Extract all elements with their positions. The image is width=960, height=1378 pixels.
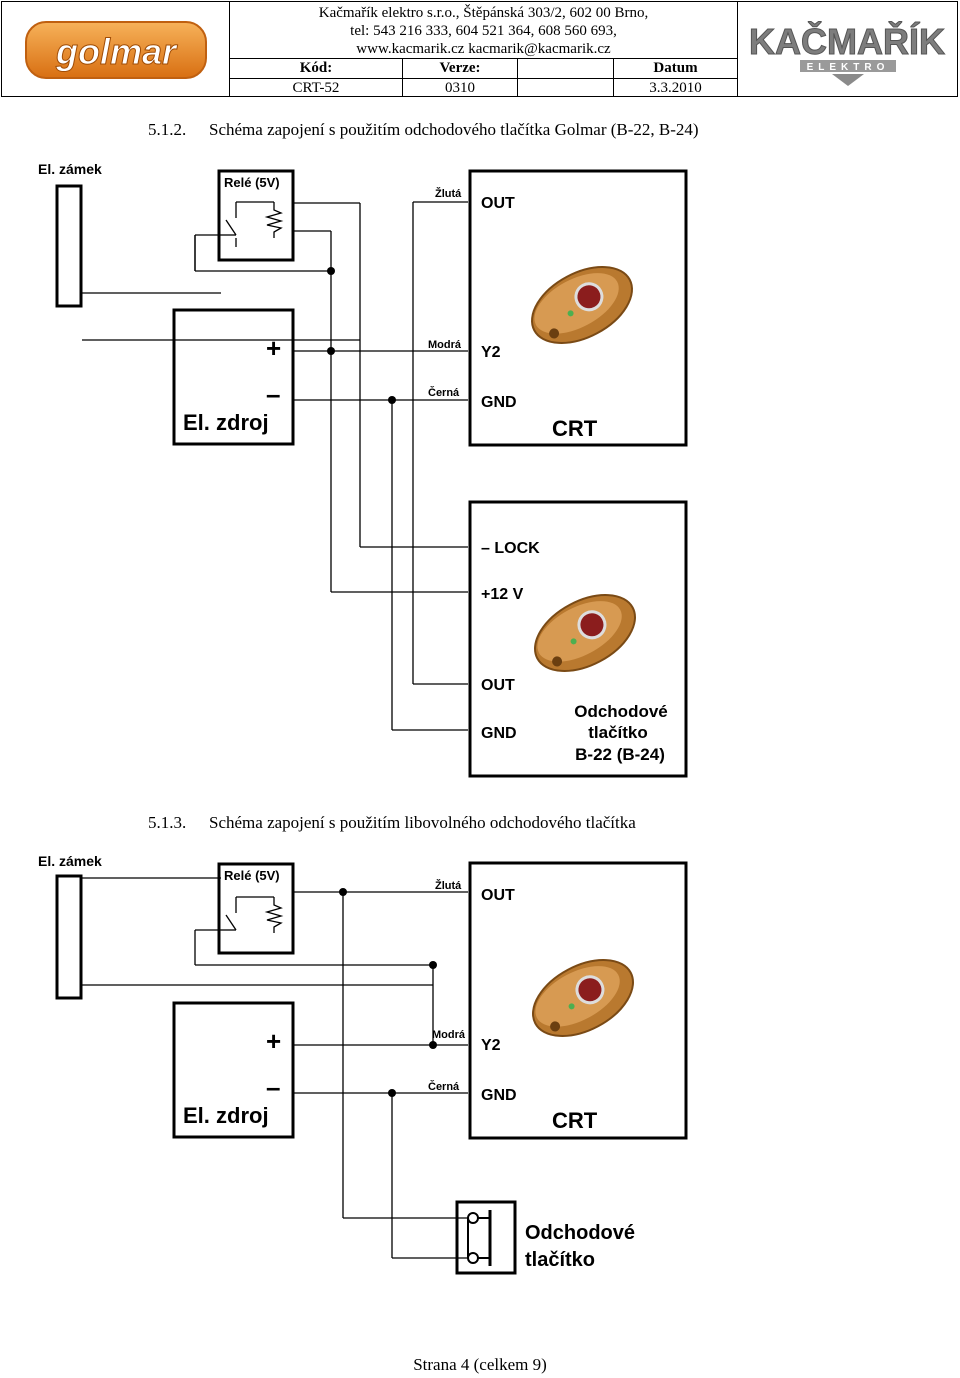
exit-button-box: [468, 500, 688, 778]
psu-name: El. zdroj: [183, 410, 269, 435]
company-info: Kačmařík elektro s.r.o., Štěpánská 303/2…: [230, 2, 737, 58]
section1-number: 5.1.2.: [148, 120, 187, 139]
power-supply-box: [172, 308, 295, 446]
crt-out-2: OUT: [481, 887, 515, 904]
golmar-logo-icon: golmar: [25, 21, 207, 79]
psu-minus: –: [266, 379, 280, 409]
svg-text:ELEKTRO: ELEKTRO: [807, 62, 890, 73]
relay-box: [217, 169, 295, 262]
lock-label-2: El. zámek: [38, 853, 102, 869]
power-supply-box-2: [172, 1001, 295, 1139]
verze-value: 0310: [403, 78, 518, 96]
company-line-2: tel: 543 216 333, 604 521 364, 608 560 6…: [350, 23, 617, 39]
section2-number: 5.1.3.: [148, 813, 187, 832]
btn-out: OUT: [481, 677, 515, 694]
relay-label: Relé (5V): [224, 175, 280, 190]
wire-blue-label: Modrá: [428, 339, 462, 351]
wire-yellow-label: Žlutá: [435, 187, 462, 200]
relay-label-2: Relé (5V): [224, 868, 280, 883]
crt-y2-2: Y2: [481, 1037, 501, 1054]
crt-gnd-2: GND: [481, 1087, 517, 1104]
psu-plus: +: [266, 333, 281, 363]
golmar-logo: golmar: [2, 2, 230, 96]
wire-blue-label-2: Modrá: [432, 1029, 466, 1041]
lock-symbol: [55, 184, 83, 308]
lock-symbol-2: [55, 874, 83, 1000]
btn-gnd: GND: [481, 725, 517, 742]
kod-label: Kód:: [230, 58, 403, 78]
wire-black-label: Černá: [428, 386, 460, 399]
wiring-diagram-1: El. zámek Relé (5V) + – El. zdroj Žlutá …: [38, 161, 688, 778]
kacmarik-logo: KAČMAŘÍK ELEKTRO: [737, 2, 957, 96]
generic-btn-name-1: Odchodové: [525, 1222, 635, 1244]
crt-gnd: GND: [481, 394, 517, 411]
company-line-1: Kačmařík elektro s.r.o., Štěpánská 303/2…: [318, 5, 649, 21]
psu-plus-2: +: [266, 1026, 281, 1056]
btn-name-2: tlačítko: [588, 723, 648, 742]
crt-y2: Y2: [481, 344, 501, 361]
crt-name: CRT: [552, 416, 598, 441]
btn-name-1: Odchodové: [574, 702, 668, 721]
btn-lock: – LOCK: [481, 540, 540, 557]
lock-label: El. zámek: [38, 161, 102, 177]
btn-12v: +12 V: [481, 586, 524, 603]
empty-label: [518, 58, 614, 78]
svg-text:golmar: golmar: [55, 31, 178, 72]
crt-device-icon: [531, 266, 633, 344]
relay-box-2: [217, 862, 295, 955]
btn-name-3: B-22 (B-24): [575, 745, 665, 764]
datum-label: Datum: [614, 58, 737, 78]
datum-value: 3.3.2010: [614, 78, 737, 96]
psu-name-2: El. zdroj: [183, 1103, 269, 1128]
crt-box: [468, 169, 688, 447]
verze-label: Verze:: [403, 58, 518, 78]
kod-value: CRT-52: [230, 78, 403, 96]
empty-value: [518, 78, 614, 96]
exit-button-device-icon: [534, 594, 636, 672]
wire-yellow-label-2: Žlutá: [435, 879, 462, 892]
crt-out: OUT: [481, 195, 515, 212]
crt-device-icon-2: [532, 959, 634, 1037]
generic-btn-name-2: tlačítko: [525, 1249, 595, 1271]
company-line-3: www.kacmarik.cz kacmarik@kacmarik.cz: [356, 41, 611, 57]
crt-name-2: CRT: [552, 1108, 598, 1133]
crt-box-2: [468, 861, 688, 1140]
generic-button-symbol: [455, 1200, 517, 1275]
section2-title: Schéma zapojení s použitím libovolného o…: [209, 813, 636, 832]
wire-black-label-2: Černá: [428, 1080, 460, 1093]
section1-title: Schéma zapojení s použitím odchodového t…: [209, 120, 699, 139]
kacmarik-logo-icon: KAČMAŘÍK ELEKTRO: [749, 20, 945, 86]
document-header: golmar Kačmařík elektro s.r.o., Štěpánsk…: [1, 1, 958, 97]
psu-minus-2: –: [266, 1072, 280, 1102]
page-number: Strana 4 (celkem 9): [413, 1355, 547, 1374]
svg-text:KAČMAŘÍK: KAČMAŘÍK: [749, 20, 945, 62]
wiring-diagram-2: El. zámek Relé (5V) + – El. zdroj Žlutá …: [38, 853, 688, 1275]
